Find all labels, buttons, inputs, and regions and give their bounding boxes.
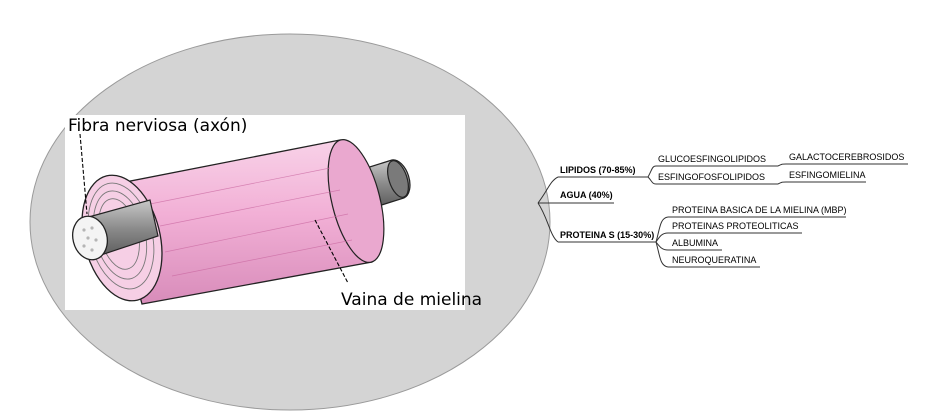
sheath-label: Vaina de mielina [341, 290, 482, 310]
composition-mindmap: LIPIDOS (70-85%) GLUCOESFINGOLIPIDOS GAL… [537, 152, 908, 268]
protein-item-label: PROTEINA BASICA DE LA MIELINA (MBP) [672, 205, 847, 215]
branch-to-proteins [537, 202, 559, 243]
protein-item-neurokeratin[interactable]: NEUROQUERATINA [668, 255, 760, 268]
proteins-node[interactable]: PROTEINA S (15-30%) [558, 230, 656, 243]
proteins-label: PROTEINA S (15-30%) [560, 230, 654, 240]
fiber-label: Fibra nerviosa (axón) [68, 116, 247, 136]
protein-item-albumin[interactable]: ALBUMINA [668, 238, 722, 251]
protein-item-label: PROTEINAS PROTEOLITICAS [672, 221, 799, 231]
sphingophospholipids-label: ESFINGOFOSFOLIPIDOS [658, 172, 765, 182]
glycosphingolipids-label: GLUCOESFINGOLIPIDOS [658, 154, 766, 164]
myelin-illustration: Fibra nerviosa (axón) Vaina de mielina [65, 115, 482, 310]
lipids-node[interactable]: LIPIDOS (70-85%) [558, 165, 648, 178]
water-label: AGUA (40%) [560, 190, 613, 200]
protein-item-label: NEUROQUERATINA [672, 255, 756, 265]
galactocerebrosides-label: GALACTOCEREBROSIDOS [789, 152, 904, 162]
branch-to-lipids [537, 176, 559, 204]
protein-item-label: ALBUMINA [672, 238, 718, 248]
sphingomyelin-label: ESFINGOMIELINA [789, 170, 866, 180]
glycosphingolipids-node[interactable]: GLUCOESFINGOLIPIDOS [656, 154, 778, 167]
axon-left-end [72, 199, 159, 261]
galactocerebrosides-node[interactable]: GALACTOCEREBROSIDOS [786, 152, 908, 165]
water-node[interactable]: AGUA (40%) [558, 190, 614, 204]
protein-item-proteolipid[interactable]: PROTEINAS PROTEOLITICAS [668, 221, 802, 234]
protein-item-mbp[interactable]: PROTEINA BASICA DE LA MIELINA (MBP) [668, 205, 847, 218]
sphingophospholipids-node[interactable]: ESFINGOFOSFOLIPIDOS [656, 172, 778, 185]
lipids-label: LIPIDOS (70-85%) [560, 165, 636, 175]
myelin-sheath [109, 138, 385, 305]
fiber-leader-line [79, 133, 88, 215]
sphingomyelin-node[interactable]: ESFINGOMIELINA [786, 170, 866, 183]
